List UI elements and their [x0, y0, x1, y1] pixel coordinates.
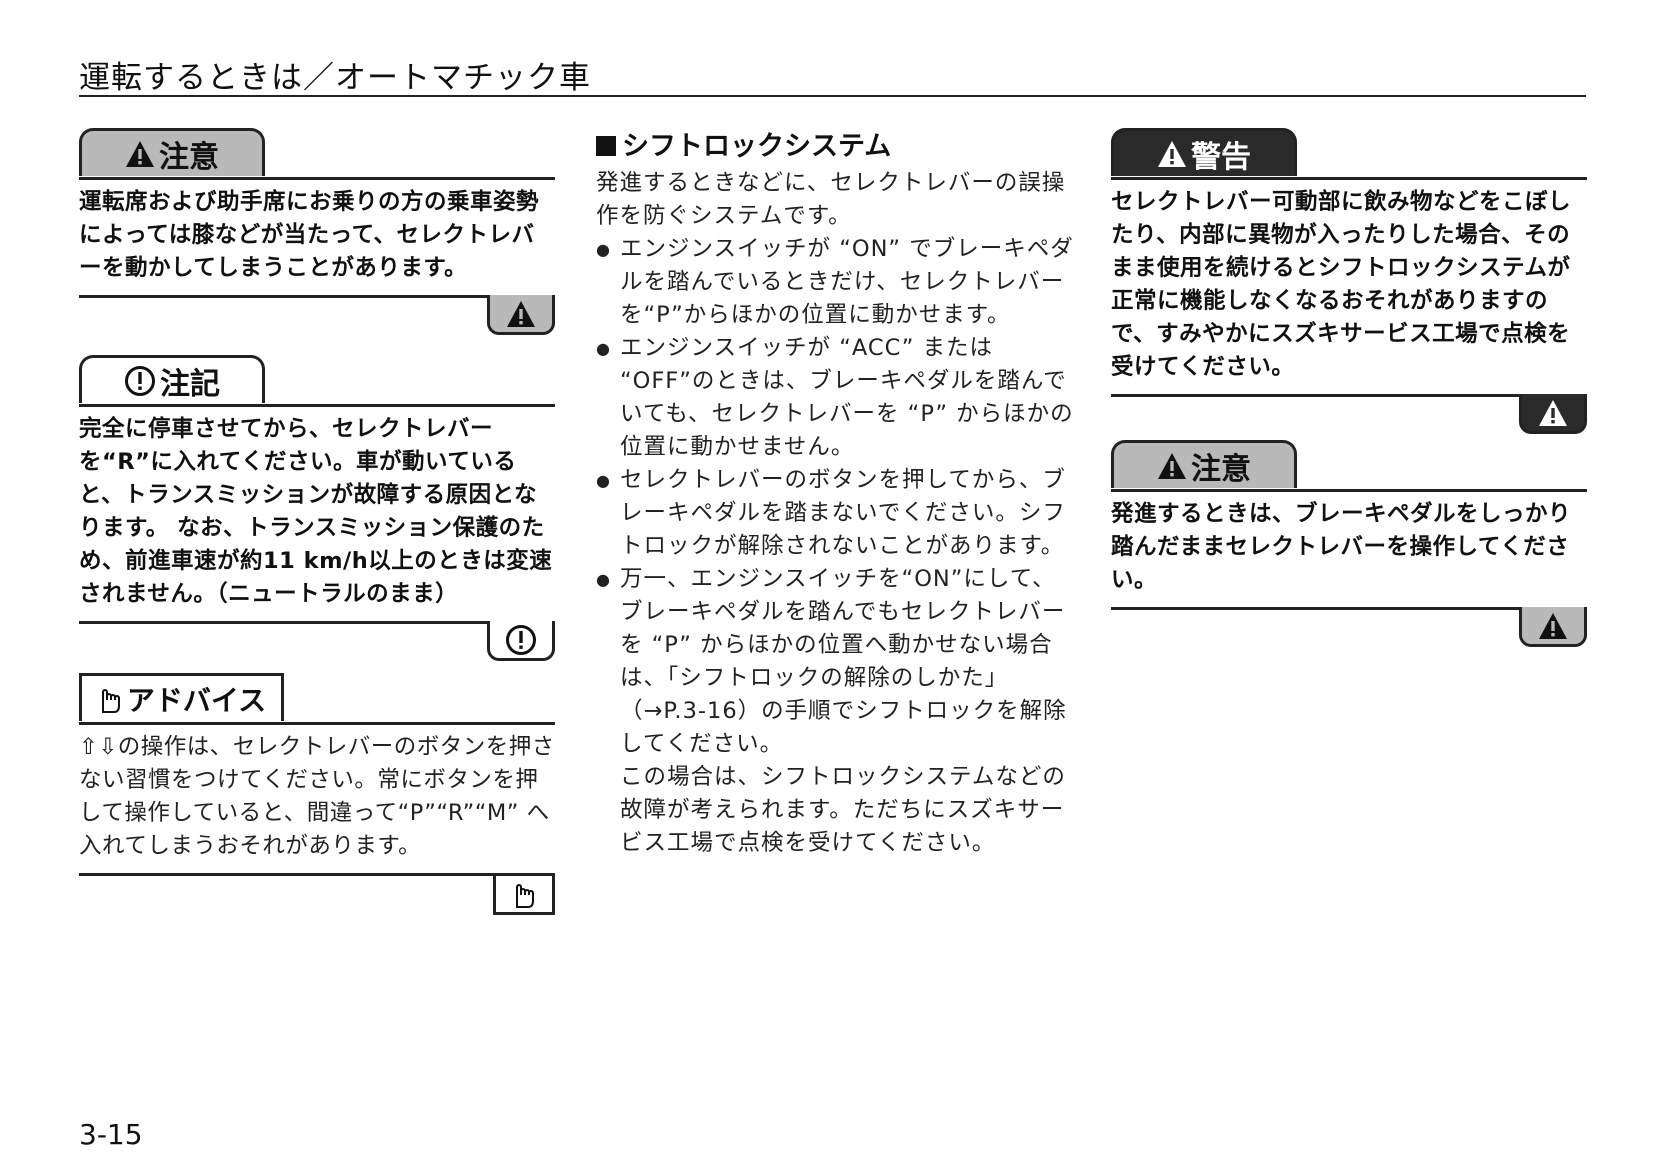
warning-triangle-icon	[1157, 140, 1187, 168]
warning-end-tab	[1519, 394, 1587, 434]
advice-top-rule	[79, 722, 555, 725]
note-end-tab	[487, 621, 555, 661]
note-text: 完全に停車させてから、セレクトレバーを“R”に入れてください。車が動いていると、…	[79, 416, 553, 607]
warning-triangle-icon	[507, 300, 535, 327]
caution-box-right: 注意 発進するときは、ブレーキペダルをしっかり踏んだままセレクトレバーを操作して…	[1111, 440, 1587, 653]
caution-label-right: 注意	[1191, 451, 1251, 487]
warning-text: セレクトレバー可動部に飲み物などをこぼしたり、内部に異物が入ったりした場合、その…	[1111, 189, 1572, 380]
list-item: エンジンスイッチが “ACC” または “OFF”のときは、ブレーキペダルを踏ん…	[596, 332, 1074, 464]
warning-top-rule	[1111, 177, 1587, 180]
caution-box: 注意 運転席および助手席にお乗りの方の乗車姿勢によっては膝などが当たって、セレク…	[79, 128, 555, 341]
warning-label: 警告	[1191, 139, 1251, 175]
caution-end-tab	[487, 295, 555, 335]
advice-bottom-rule	[79, 873, 555, 876]
exclamation-circle-icon	[124, 365, 156, 397]
caution-tab-right: 注意	[1111, 440, 1297, 488]
warning-tab: 警告	[1111, 128, 1297, 176]
left-column: 注意 運転席および助手席にお乗りの方の乗車姿勢によっては膝などが当たって、セレク…	[79, 128, 555, 919]
warning-bottom-rule	[1111, 394, 1587, 397]
warning-triangle-icon	[1539, 399, 1567, 426]
followup-text: この場合は、シフトロックシステムなどの故障が考えられます。ただちにスズキサービス…	[620, 764, 1066, 856]
advice-box: アドバイス ⇧⇩の操作は、セレクトレバーのボタンを押さない習慣をつけてください。…	[79, 673, 555, 919]
caution-tab: 注意	[79, 128, 265, 176]
caution-text-right: 発進するときは、ブレーキペダルをしっかり踏んだままセレクトレバーを操作してくださ…	[1111, 501, 1572, 593]
list-item: セレクトレバーのボタンを押してから、ブレーキペダルを踏まないでください。シフトロ…	[596, 464, 1074, 563]
caution-bottom-rule	[79, 295, 555, 298]
right-column: 警告 セレクトレバー可動部に飲み物などをこぼしたり、内部に異物が入ったりした場合…	[1111, 128, 1587, 653]
caution-label: 注意	[159, 139, 219, 175]
pointing-hand-icon	[97, 684, 123, 714]
exclamation-circle-icon	[506, 624, 536, 655]
square-bullet-icon	[596, 136, 616, 156]
note-label: 注記	[160, 366, 220, 402]
section-title: シフトロックシステム	[596, 124, 1074, 163]
note-bottom-rule	[79, 621, 555, 624]
warning-triangle-icon	[1157, 452, 1187, 480]
page-number: 3-15	[79, 1118, 143, 1151]
section-title-text: シフトロックシステム	[622, 131, 892, 162]
warning-box: 警告 セレクトレバー可動部に飲み物などをこぼしたり、内部に異物が入ったりした場合…	[1111, 128, 1587, 440]
caution-right-top-rule	[1111, 489, 1587, 492]
warning-triangle-icon	[125, 140, 155, 168]
bullet-list: エンジンスイッチが “ON” でブレーキペダルを踏んでいるときだけ、セレクトレバ…	[596, 233, 1074, 761]
advice-tab: アドバイス	[79, 673, 284, 721]
page-title: 運転するときは／オートマチック車	[79, 60, 591, 96]
caution-right-end-tab	[1519, 607, 1587, 647]
caution-top-rule	[79, 177, 555, 180]
note-box: 注記 完全に停車させてから、セレクトレバーを“R”に入れてください。車が動いてい…	[79, 355, 555, 667]
advice-text: ⇧⇩の操作は、セレクトレバーのボタンを押さない習慣をつけてください。常にボタンを…	[79, 734, 555, 859]
advice-end-tab	[493, 873, 555, 915]
advice-label: アドバイス	[126, 683, 267, 717]
note-tab: 注記	[79, 355, 265, 403]
note-top-rule	[79, 404, 555, 407]
list-item: エンジンスイッチが “ON” でブレーキペダルを踏んでいるときだけ、セレクトレバ…	[596, 233, 1074, 332]
warning-triangle-icon	[1539, 612, 1567, 639]
pointing-hand-icon	[516, 884, 534, 908]
caution-text: 運転席および助手席にお乗りの方の乗車姿勢によっては膝などが当たって、セレクトレバ…	[79, 189, 540, 281]
middle-column: シフトロックシステム 発進するときなどに、セレクトレバーの誤操作を防ぐシステムで…	[596, 128, 1074, 860]
section-intro: 発進するときなどに、セレクトレバーの誤操作を防ぐシステムです。	[596, 170, 1066, 229]
page-header: 運転するときは／オートマチック車	[79, 52, 1586, 97]
header-divider	[79, 95, 1586, 97]
list-item: 万一、エンジンスイッチを“ON”にして、ブレーキペダルを踏んでもセレクトレバーを…	[596, 563, 1074, 761]
caution-right-bottom-rule	[1111, 607, 1587, 610]
